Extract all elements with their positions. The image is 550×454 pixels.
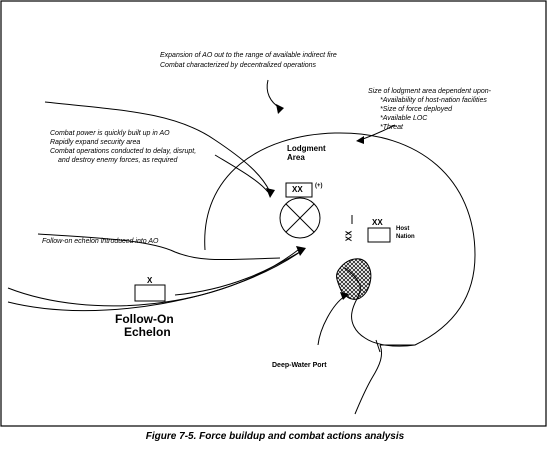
expansion-arrowhead	[276, 104, 284, 114]
combat-power-arrowhead	[266, 188, 275, 198]
port-pointer	[317, 295, 346, 346]
combat-note-line2: Rapidly expand security area	[50, 139, 141, 146]
coast-marker	[375, 339, 381, 353]
host-nation-box	[367, 227, 391, 243]
size-arrowhead	[356, 136, 364, 144]
left-curve	[37, 233, 281, 261]
lodgment-area-boundary	[204, 132, 476, 346]
lodgment-unit-circle	[279, 197, 321, 239]
expansion-note-line2: Combat characterized by decentralized op…	[160, 62, 317, 69]
follow-on-label-2: Echelon	[124, 325, 171, 339]
lodgment-area-label-2: Area	[287, 153, 305, 162]
division-plus-symbol: (+)	[315, 183, 323, 189]
follow-on-arrow-3	[174, 249, 304, 296]
follow-on-label-1: Follow-On	[115, 312, 174, 326]
follow-on-intro-note: Follow-on echelon introduced into AO	[42, 238, 159, 245]
size-note-item-1: *Availability of host-nation facilities	[380, 97, 487, 104]
size-note-title: Size of lodgment area dependent upon-	[368, 88, 491, 95]
expansion-note-line1: Expansion of AO out to the range of avai…	[160, 52, 337, 59]
diagram-frame: Expansion of AO out to the range of avai…	[0, 0, 547, 427]
follow-on-arrowhead	[296, 246, 306, 256]
circle-cross-b	[285, 203, 315, 233]
size-note-item-4: *Threat	[380, 124, 403, 131]
size-note-item-3: *Available LOC	[380, 115, 428, 122]
division-box	[285, 182, 313, 198]
deep-water-port-label: Deep-Water Port	[272, 362, 327, 369]
frame-border	[0, 0, 547, 427]
host-nation-echelon-symbol: XX	[372, 218, 383, 227]
diagram-graphics	[0, 0, 547, 427]
lodgment-area-label-1: Lodgment	[287, 144, 326, 153]
host-nation-label-1: Host	[396, 226, 410, 232]
follow-on-arrow-1	[7, 249, 299, 307]
brigade-echelon-symbol: X	[147, 276, 153, 285]
vertical-echelon-symbol: XX	[344, 230, 354, 242]
port-pointer-arrowhead	[340, 292, 349, 300]
combat-power-arrow	[44, 101, 271, 193]
coastline-lower	[354, 344, 383, 415]
expansion-arrow	[266, 79, 281, 109]
combat-note-line1: Combat power is quickly built up in AO	[50, 130, 170, 137]
combat-note-line3: Combat operations conducted to delay, di…	[50, 148, 197, 155]
follow-on-box	[134, 284, 166, 302]
combat-note-line4: and destroy enemy forces, as required	[58, 157, 178, 164]
division-echelon-symbol: XX	[292, 185, 303, 194]
deep-water-port-area	[336, 258, 372, 300]
host-nation-label-2: Nation	[396, 234, 415, 240]
figure-caption: Figure 7-5. Force buildup and combat act…	[145, 431, 405, 442]
security-arrow	[214, 154, 269, 193]
follow-on-arrow-2	[7, 251, 301, 312]
size-note-item-2: *Size of force deployed	[380, 106, 452, 113]
